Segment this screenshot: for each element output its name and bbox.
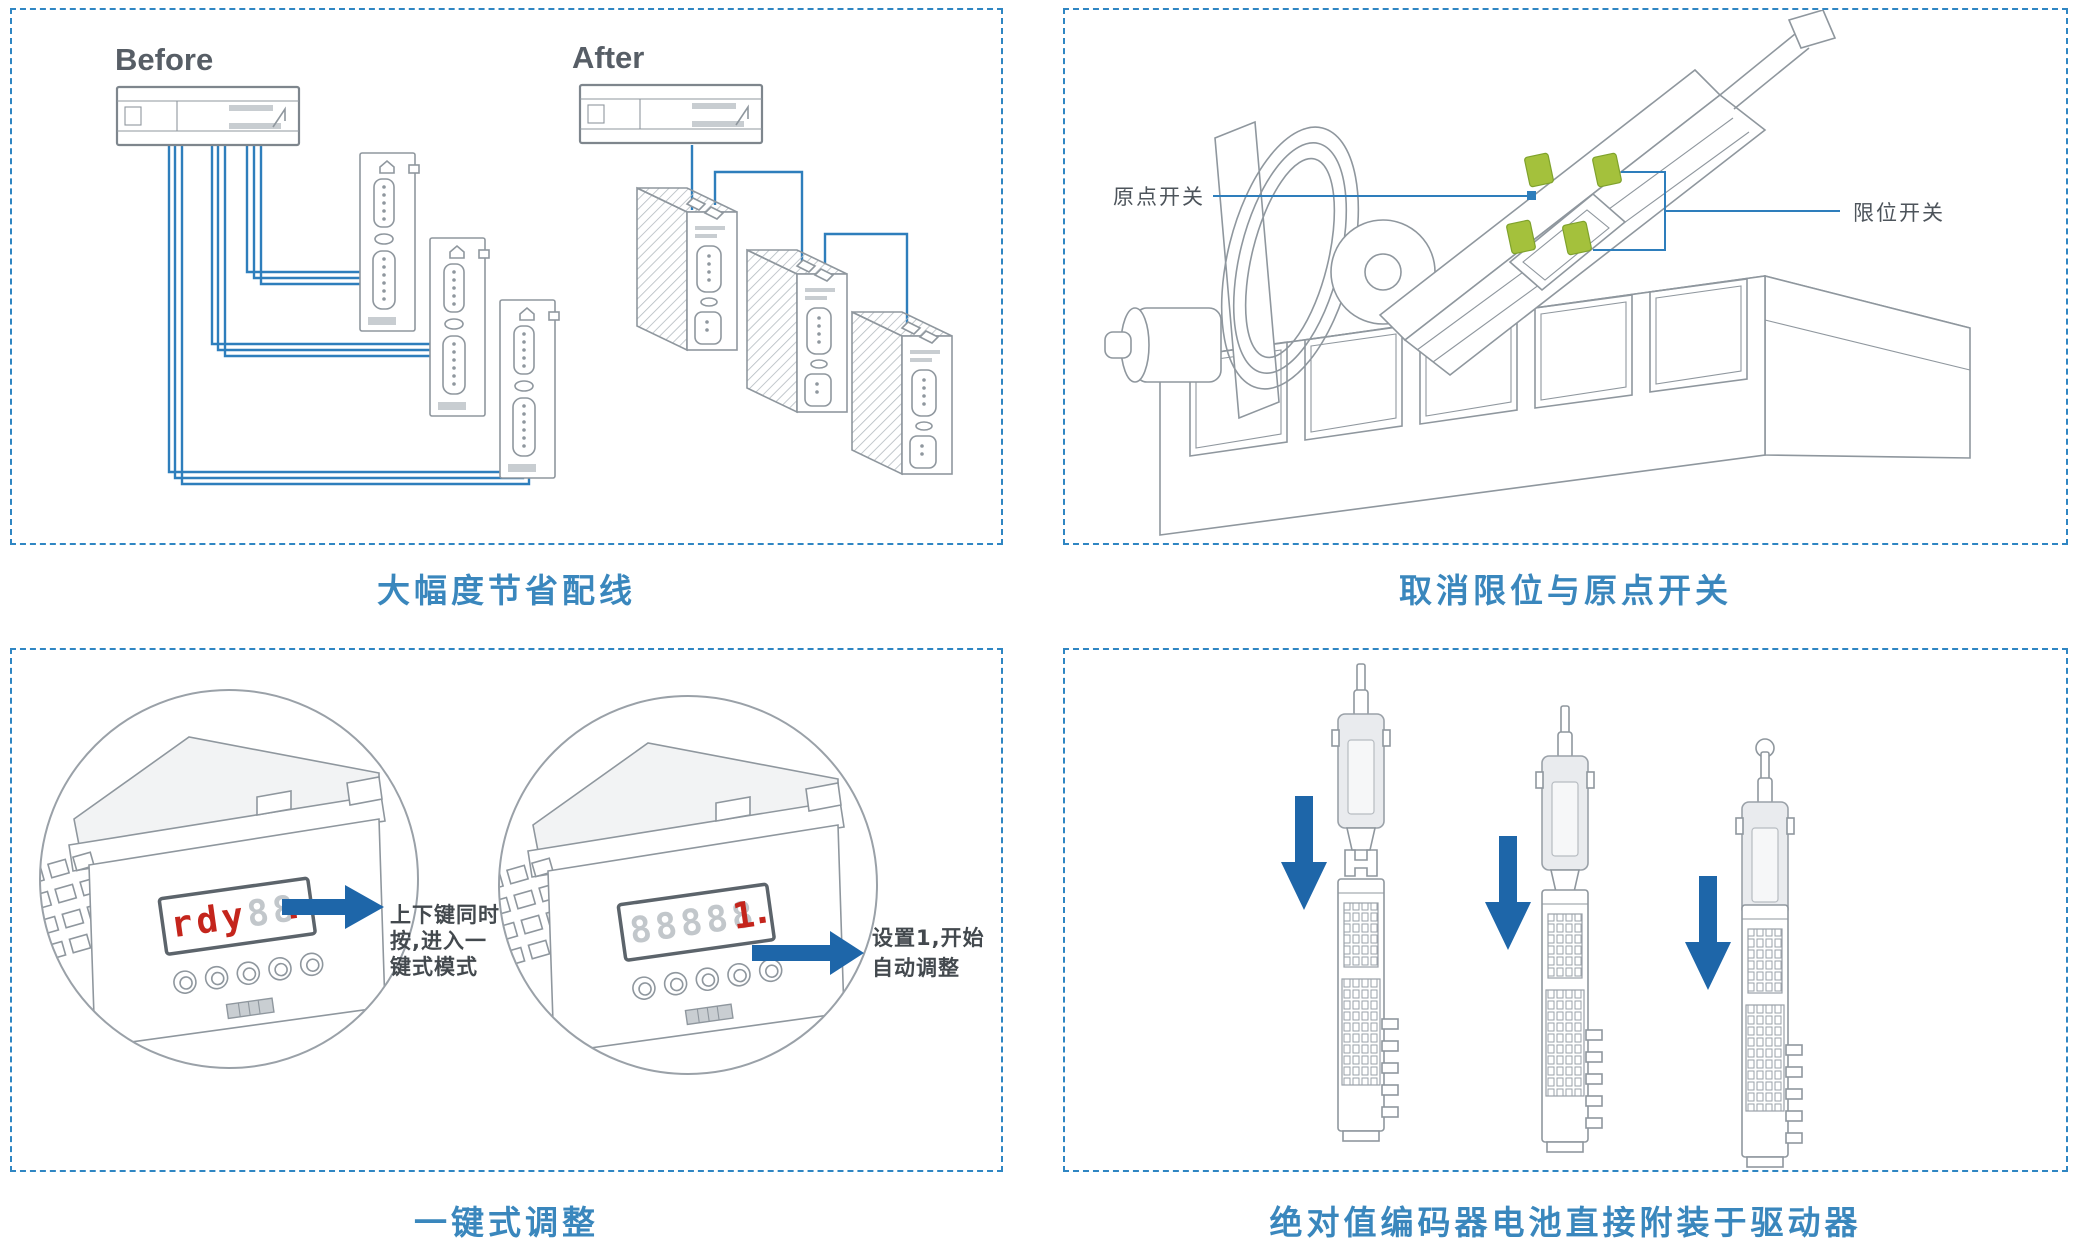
annotation-2: 设置1,开始 自动调整 [872,926,985,980]
callouts: 原点开关 限位开关 [1113,171,1945,251]
caption-switch-elimination: 取消限位与原点开关 [1399,571,1732,610]
switch-markers [1506,152,1622,256]
closeup-circle-1: rdy88 [23,690,418,1068]
origin-switch-marker-2 [1506,219,1536,255]
display2-dot [759,916,766,924]
panel-battery-attach [1063,648,2068,1172]
machine-base [1159,274,1971,536]
machine-diagram: 原点开关 限位开关 [1104,10,1971,536]
one-key-diagram: rdy88 88888 1 上下键同时 按,进入一 键式模式 设置1,开始 自动… [12,650,985,1170]
caption-wiring-savings: 大幅度节省配线 [377,571,636,610]
battery-1 [1331,663,1391,877]
battery-unit-2 [1485,705,1603,1153]
drive-3 [1741,904,1803,1168]
servo-drive-before-3 [499,299,560,479]
svg-text:自动调整: 自动调整 [872,956,960,980]
svg-text:上下键同时: 上下键同时 [390,903,500,927]
down-arrow-1 [1281,796,1327,910]
display2-value: 1 [730,894,761,938]
servo-drive-after-1 [636,187,738,351]
servo-drive-before-1 [359,152,420,332]
panel-one-key-tuning: rdy88 88888 1 上下键同时 按,进入一 键式模式 设置1,开始 自动… [10,648,1003,1172]
drive-2 [1541,889,1603,1153]
limit-switch-marker-top [1592,152,1622,188]
origin-switch-label: 原点开关 [1113,185,1205,209]
annotation-1: 上下键同时 按,进入一 键式模式 [390,903,500,979]
svg-text:按,进入一: 按,进入一 [390,929,487,953]
panel-wiring-savings: Before After [10,8,1003,545]
battery-unit-1 [1281,663,1399,1142]
down-arrow-3 [1685,876,1731,990]
battery-diagram [1281,663,1803,1168]
battery-2 [1535,705,1595,919]
callout-dot [1527,191,1536,200]
limit-switch-label: 限位开关 [1853,201,1945,225]
caption-battery-attach: 绝对值编码器电池直接附装于驱动器 [1269,1203,1862,1242]
plc-before [115,85,301,147]
arrow-to-note-1 [282,885,384,929]
svg-text:设置1,开始: 设置1,开始 [872,926,985,950]
svg-text:键式模式: 键式模式 [390,955,478,979]
wiring-diagram: Before After [115,40,953,486]
panel-switch-elimination: 原点开关 限位开关 [1063,8,2068,545]
servo-drive-after-3 [851,311,953,475]
down-arrow-2 [1485,836,1531,950]
limit-switch-marker-bottom [1562,220,1592,256]
battery-unit-3 [1685,738,1803,1168]
after-label: After [572,40,644,75]
closeup-circle-2: 88888 1 [482,696,877,1074]
arrow-to-note-2 [752,931,864,975]
servo-drive-before-2 [429,237,490,417]
before-label: Before [115,42,213,77]
caption-one-key-tuning: 一键式调整 [414,1203,599,1242]
drive-1 [1337,878,1399,1142]
servo-drive-after-2 [746,249,848,413]
plc-after [578,83,764,145]
origin-switch-marker [1524,152,1554,188]
